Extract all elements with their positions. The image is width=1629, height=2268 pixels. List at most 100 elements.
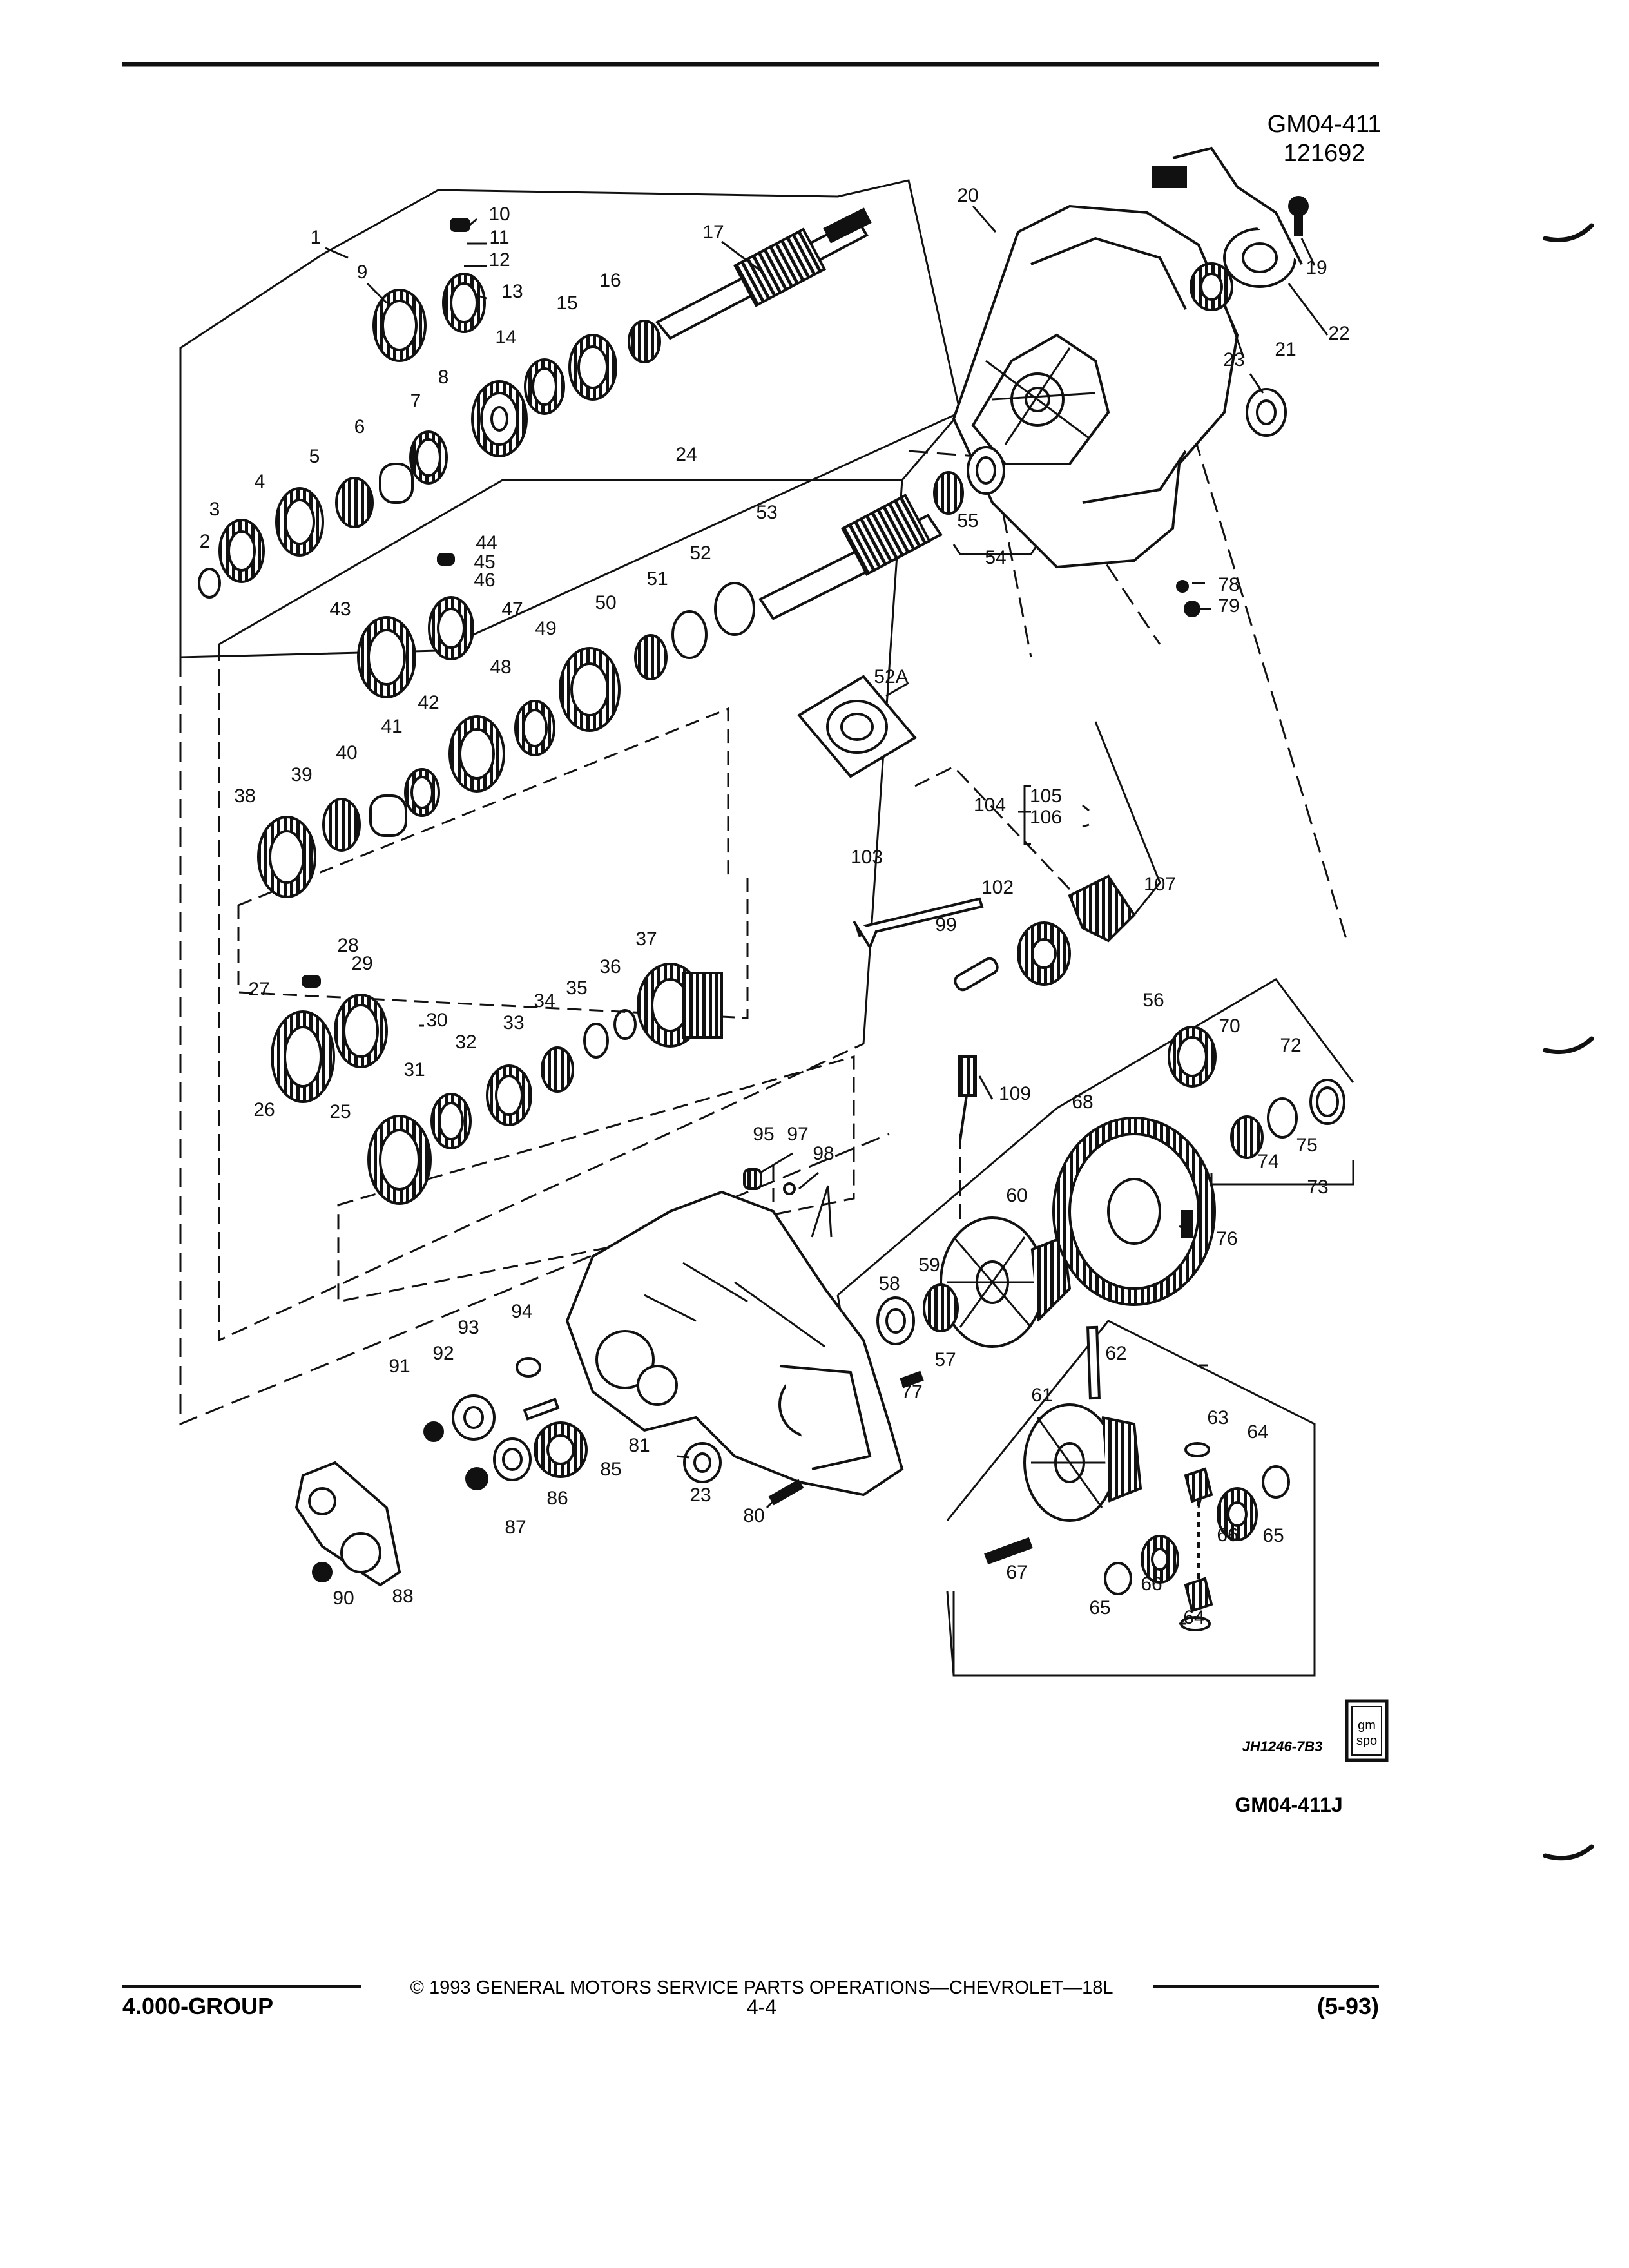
- gear-109: [1068, 874, 1136, 943]
- callout-23: 23: [689, 1485, 711, 1506]
- gm-spo-logo: gm spo: [1345, 1699, 1389, 1762]
- callout-22: 22: [1328, 323, 1349, 344]
- callout-105: 105: [1030, 785, 1062, 807]
- washer-35: [583, 1023, 609, 1059]
- callout-61: 61: [1031, 1385, 1052, 1406]
- binding-marks: [1543, 223, 1594, 1861]
- art-code: JH1246-7B3: [1242, 1738, 1323, 1754]
- gear-37: [637, 963, 723, 1048]
- callout-20: 20: [957, 185, 978, 206]
- callout-75: 75: [1296, 1135, 1317, 1156]
- bearing-86: [534, 1421, 588, 1478]
- slave-cylinder-22: [1152, 146, 1303, 288]
- callout-25: 25: [329, 1101, 351, 1122]
- callout-45: 45: [474, 552, 495, 573]
- gear-110: [958, 1055, 977, 1141]
- callout-19: 19: [1306, 257, 1327, 278]
- bearing-60: [923, 1283, 959, 1332]
- pinion-67: [1184, 1467, 1213, 1613]
- callout-93: 93: [458, 1317, 479, 1338]
- callout-52a: 52A: [874, 666, 908, 687]
- callout-70: 70: [1219, 1015, 1240, 1037]
- callout-4: 4: [255, 471, 265, 492]
- reference-date: 121692: [1284, 140, 1365, 167]
- pin-102: [954, 957, 999, 992]
- ring-36: [613, 1009, 637, 1040]
- callout-58: 58: [878, 1273, 900, 1294]
- footer-group: 4.000-GROUP: [122, 1993, 273, 2019]
- race-56: [967, 446, 1005, 495]
- bearing-21: [1190, 262, 1233, 311]
- synchro-30: [334, 994, 388, 1068]
- callout-59: 59: [918, 1254, 940, 1276]
- gear-103: [1017, 921, 1071, 986]
- callout-37: 37: [635, 928, 657, 950]
- callout-62: 62: [1105, 1343, 1126, 1364]
- output-shaft: [758, 494, 943, 620]
- callout-87: 87: [505, 1517, 526, 1538]
- callout-32: 32: [455, 1032, 476, 1053]
- clutch-housing-20: [952, 204, 1239, 569]
- callout-26: 26: [253, 1099, 275, 1120]
- washer-65-left: [1104, 1562, 1132, 1595]
- callout-77: 77: [901, 1381, 922, 1403]
- callout-39: 39: [291, 764, 312, 785]
- gear-14: [524, 358, 565, 415]
- callout-53: 53: [756, 502, 777, 523]
- callout-66: 66: [1217, 1524, 1238, 1546]
- callout-72: 72: [1280, 1035, 1301, 1056]
- nut-80: [1184, 601, 1200, 617]
- callout-31: 31: [403, 1059, 425, 1081]
- callout-3: 3: [209, 499, 220, 520]
- callout-38: 38: [234, 785, 255, 807]
- callout-66: 66: [1141, 1573, 1162, 1595]
- callout-91: 91: [389, 1356, 410, 1377]
- callout-49: 49: [535, 618, 556, 639]
- seal-23-top: [1246, 388, 1287, 437]
- ring-31: [430, 1093, 472, 1149]
- shim-73: [1309, 1079, 1345, 1125]
- callout-10: 10: [488, 204, 510, 225]
- bearing-39: [322, 798, 361, 852]
- footer-revision: (5-93): [1317, 1993, 1379, 2019]
- plug-92: [423, 1421, 444, 1442]
- gear-13: [442, 273, 486, 333]
- callout-40: 40: [336, 742, 357, 764]
- callout-97: 97: [787, 1124, 808, 1145]
- callout-29: 29: [351, 953, 372, 974]
- callout-64: 64: [1247, 1421, 1268, 1443]
- callout-86: 86: [546, 1488, 568, 1509]
- gear-3: [218, 519, 265, 583]
- callout-44: 44: [476, 532, 497, 553]
- race-76: [1267, 1097, 1298, 1139]
- callout-107: 107: [1144, 874, 1176, 895]
- callout-65: 65: [1262, 1525, 1284, 1546]
- gear-32: [486, 1064, 532, 1126]
- callout-74: 74: [1257, 1151, 1278, 1172]
- gear-43: [357, 616, 416, 698]
- parts: [198, 146, 1345, 1631]
- key-27: [302, 975, 321, 988]
- transaxle-case-85: [565, 1190, 904, 1497]
- reference-code: GM04-411: [1268, 111, 1382, 138]
- callout-80: 80: [743, 1505, 764, 1526]
- logo-text-spo: spo: [1356, 1734, 1377, 1748]
- washer-65-right: [1262, 1465, 1290, 1499]
- callout-47: 47: [501, 599, 523, 620]
- callout-42: 42: [418, 692, 439, 713]
- gear-38: [257, 816, 316, 898]
- seal-23-bottom: [683, 1442, 722, 1483]
- callout-90: 90: [333, 1588, 354, 1609]
- figure-id: GM04-411J: [1235, 1793, 1342, 1816]
- case-62: [1023, 1403, 1142, 1522]
- callout-1: 1: [311, 227, 322, 248]
- callout-76: 76: [1216, 1228, 1237, 1249]
- ball-98: [783, 1182, 796, 1195]
- callout-102: 102: [981, 877, 1014, 898]
- callout-92: 92: [432, 1343, 454, 1364]
- bearing-93: [452, 1394, 496, 1441]
- callout-41: 41: [381, 716, 402, 737]
- key-44: [437, 553, 455, 566]
- callout-8: 8: [438, 367, 449, 388]
- gear-66-left: [1141, 1535, 1179, 1584]
